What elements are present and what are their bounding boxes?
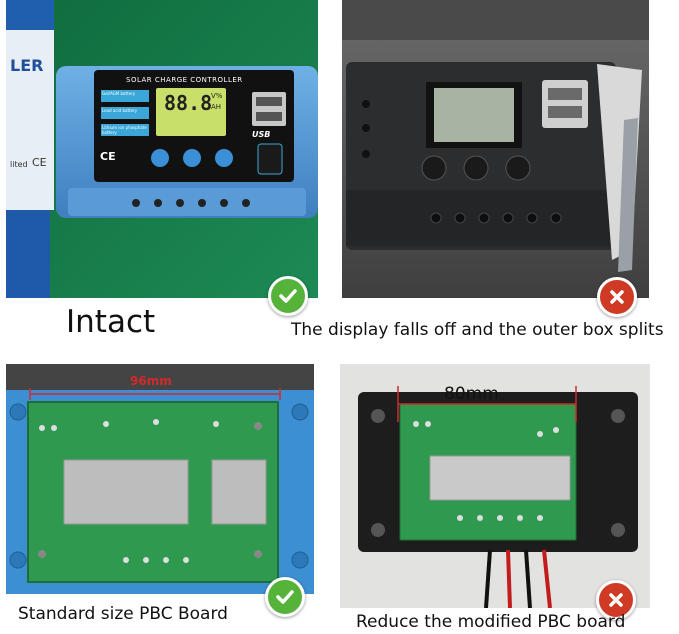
lcd-unit-top: V% (211, 92, 223, 100)
ce-mark: CE (100, 150, 116, 163)
damaged-controller-photo (342, 0, 649, 298)
check-icon (279, 289, 297, 303)
caption-intact: Intact (66, 304, 156, 340)
intact-controller-photo (6, 0, 318, 298)
battery-label-gel: Gel/AGM battery (102, 91, 136, 96)
standard-pcb-photo (6, 364, 314, 594)
lcd-digits: 88.8 (164, 91, 213, 115)
panel-intact-controller: SOLAR CHARGE CONTROLLER 88.8 V% AH Gel/A… (6, 0, 318, 298)
panel-standard-pcb: 96mm (6, 364, 314, 594)
box-ce-mark: CE (32, 156, 47, 169)
usb-label: USB (252, 130, 271, 139)
cross-icon (610, 290, 624, 304)
measure-standard: 96mm (130, 374, 172, 388)
caption-damaged: The display falls off and the outer box … (291, 320, 664, 340)
panel-reduced-pcb: 80mm (340, 364, 650, 608)
measure-reduced: 80mm (444, 384, 499, 404)
device-title: SOLAR CHARGE CONTROLLER (126, 76, 243, 84)
bad-badge-top (597, 277, 637, 317)
bad-badge-bottom (596, 580, 636, 620)
panel-damaged-controller (342, 0, 649, 298)
battery-label-lead: Lead acid battery (102, 108, 138, 113)
cross-icon (609, 593, 623, 607)
caption-standard-pcb: Standard size PBC Board (18, 604, 228, 624)
ok-badge-top (268, 276, 308, 316)
reduced-pcb-photo (340, 364, 650, 608)
ok-badge-bottom (265, 577, 305, 617)
lcd-unit-bottom: AH (211, 103, 222, 111)
battery-label-lithium: Lithium ion phosphate battery (102, 125, 147, 135)
caption-reduced-pcb: Reduce the modified PBC board (356, 612, 626, 632)
brand-partial: LER (10, 56, 44, 75)
check-icon (276, 590, 294, 604)
box-side-text: lited (10, 160, 28, 169)
